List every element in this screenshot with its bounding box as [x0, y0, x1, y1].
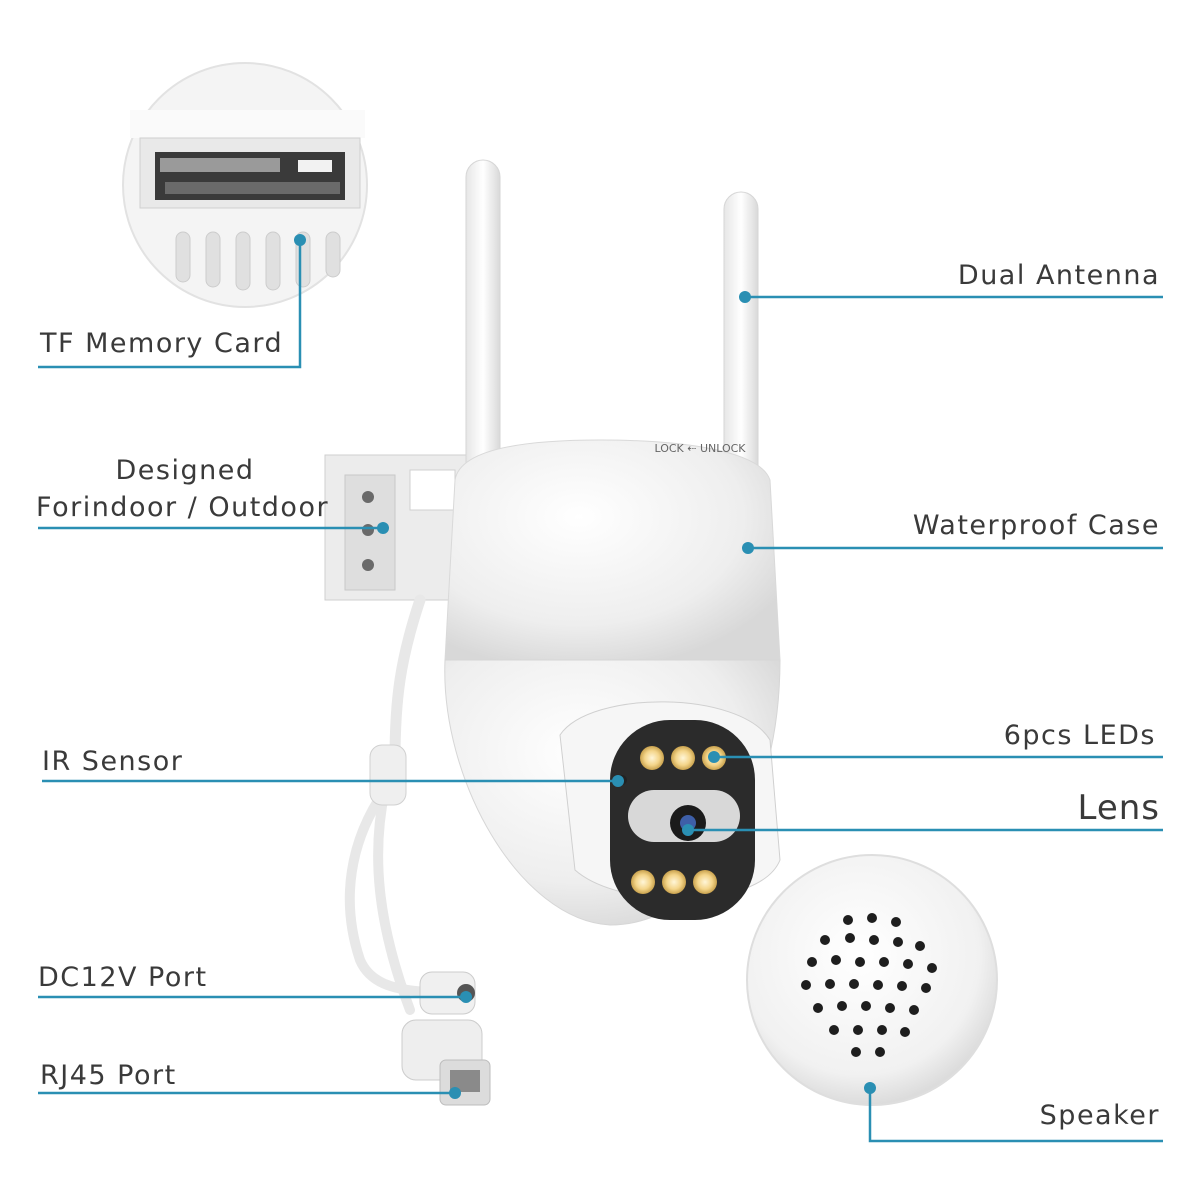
cable [344, 594, 465, 1015]
ir-sensor-label: IR Sensor [42, 746, 184, 777]
tf-card-zoom [122, 62, 368, 308]
rj45-port-label: RJ45 Port [40, 1060, 177, 1091]
callout-dots [294, 234, 876, 1099]
callout-lines [38, 240, 1163, 1143]
cable-joint [369, 744, 407, 806]
leds-label: 6pcs LEDs [1003, 720, 1156, 751]
lens-label: Lens [1077, 788, 1160, 828]
waterproof-label: Waterproof Case [912, 510, 1160, 541]
rj45-connector [401, 1019, 491, 1106]
dc-port-label: DC12V Port [38, 962, 208, 993]
camera-body: LOCK ⇠ UNLOCK [444, 439, 781, 926]
mount-bracket [324, 454, 471, 601]
tf-card-label: TF Memory Card [40, 328, 284, 359]
speaker-holes [801, 913, 937, 1057]
speaker-label: Speaker [1039, 1100, 1160, 1131]
speaker-zoom [746, 854, 998, 1106]
designed-label-line2: Forindoor / Outdoor [36, 492, 330, 523]
designed-label-line1: Designed [115, 455, 255, 486]
dual-antenna-label: Dual Antenna [957, 260, 1160, 291]
lock-marking: LOCK ⇠ UNLOCK [654, 442, 746, 455]
